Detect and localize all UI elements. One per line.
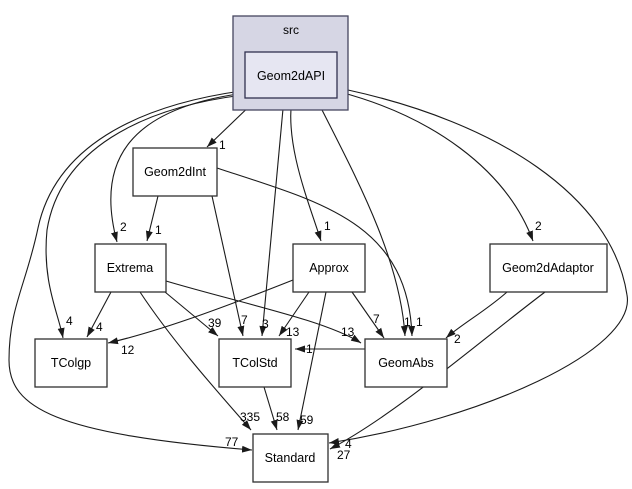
node-tcolstd-box[interactable] xyxy=(218,338,292,388)
edge-label: 4 xyxy=(345,437,352,451)
edge-geom2dapi-standard-right xyxy=(328,89,628,445)
node-tcolgp-label: TColgp xyxy=(51,356,91,370)
edges xyxy=(8,89,628,453)
node-geomabs-label: GeomAbs xyxy=(378,356,434,370)
node-geom2dint-box[interactable] xyxy=(132,147,218,197)
edge-label: 1 xyxy=(324,219,331,233)
edge-label: 335 xyxy=(240,410,260,424)
edge-label: 13 xyxy=(286,325,300,339)
edge-geom2dapi-standard-left xyxy=(8,90,253,453)
node-tcolgp[interactable]: TColgp xyxy=(34,338,108,388)
edge-label: 1 xyxy=(155,223,162,237)
node-approx-box[interactable] xyxy=(292,243,366,293)
edge-geom2dapi-geom2dadaptor xyxy=(339,91,534,242)
edge-approx-tcolstd xyxy=(278,291,310,337)
edge-extrema-geomabs xyxy=(165,280,362,344)
node-standard-label: Standard xyxy=(265,451,316,465)
edge-geom2dint-tcolstd xyxy=(211,195,245,337)
edge-label: 13 xyxy=(341,325,355,339)
edge-label: 2 xyxy=(454,332,461,346)
node-extrema-box[interactable] xyxy=(94,243,167,293)
edge-tcolstd-standard xyxy=(263,386,278,431)
node-tcolgp-box[interactable] xyxy=(34,338,108,388)
edge-approx-tcolgp xyxy=(107,279,294,345)
node-extrema-label: Extrema xyxy=(107,261,154,275)
edge-label: 7 xyxy=(373,312,380,326)
edge-label: 2 xyxy=(120,220,127,234)
edge-approx-geomabs xyxy=(351,291,385,339)
node-extrema[interactable]: Extrema xyxy=(94,243,167,293)
edge-label: 4 xyxy=(66,314,73,328)
edge-geom2dapi-geomabs xyxy=(315,97,408,337)
node-standard-box[interactable] xyxy=(252,433,329,483)
node-tcolstd-label: TColStd xyxy=(232,356,277,370)
node-geom2dadaptor[interactable]: Geom2dAdaptor xyxy=(489,243,608,293)
edge-labels: 1 2 1 1 2 4 4 12 39 7 3 13 13 1 7 1 1 2 … xyxy=(66,138,542,462)
edge-geom2dapi-approx xyxy=(290,97,322,242)
edge-label: 58 xyxy=(276,410,290,424)
edge-label: 2 xyxy=(535,219,542,233)
node-geom2dadaptor-label: Geom2dAdaptor xyxy=(502,261,594,275)
edge-geom2dint-extrema xyxy=(145,195,159,242)
node-geom2dadaptor-box[interactable] xyxy=(489,243,608,293)
edge-geom2dapi-tcolstd xyxy=(259,97,285,337)
edge-label: 3 xyxy=(262,317,269,331)
node-standard[interactable]: Standard xyxy=(252,433,329,483)
edge-geom2dapi-extrema xyxy=(110,92,246,243)
edge-label: 39 xyxy=(208,316,222,330)
cluster-src-label: src xyxy=(283,23,299,37)
edge-label: 12 xyxy=(121,343,135,357)
edge-label: 1 xyxy=(306,342,313,356)
edge-geom2dint-geomabs xyxy=(216,167,416,337)
node-geom2dapi-box[interactable] xyxy=(244,51,338,99)
edge-extrema-tcolstd xyxy=(164,291,219,337)
edge-geom2dadaptor-geomabs xyxy=(445,291,508,339)
node-geomabs-box[interactable] xyxy=(364,338,448,388)
edge-label: 59 xyxy=(300,413,314,427)
node-geomabs[interactable]: GeomAbs xyxy=(364,338,448,388)
node-approx[interactable]: Approx xyxy=(292,243,366,293)
node-geom2dapi-label: Geom2dAPI xyxy=(257,69,325,83)
edge-label: 1 xyxy=(219,138,226,152)
nodes: Geom2dAPI Geom2dInt Extrema Approx Geom2… xyxy=(34,51,608,483)
node-geom2dint-label: Geom2dInt xyxy=(144,165,206,179)
edge-extrema-tcolgp xyxy=(86,291,112,338)
edge-geom2dapi-tcolgp xyxy=(45,94,244,339)
edge-label: 1 xyxy=(404,315,411,329)
edge-label: 77 xyxy=(225,435,239,449)
node-tcolstd[interactable]: TColStd xyxy=(218,338,292,388)
edge-label: 7 xyxy=(241,313,248,327)
edge-extrema-standard xyxy=(139,291,252,431)
edge-approx-standard xyxy=(296,291,327,431)
node-geom2dint[interactable]: Geom2dInt xyxy=(132,147,218,197)
node-geom2dapi[interactable]: Geom2dAPI xyxy=(244,51,338,99)
edge-label: 4 xyxy=(96,320,103,334)
edge-label: 1 xyxy=(416,315,423,329)
edge-label: 27 xyxy=(337,448,351,462)
node-approx-label: Approx xyxy=(309,261,349,275)
